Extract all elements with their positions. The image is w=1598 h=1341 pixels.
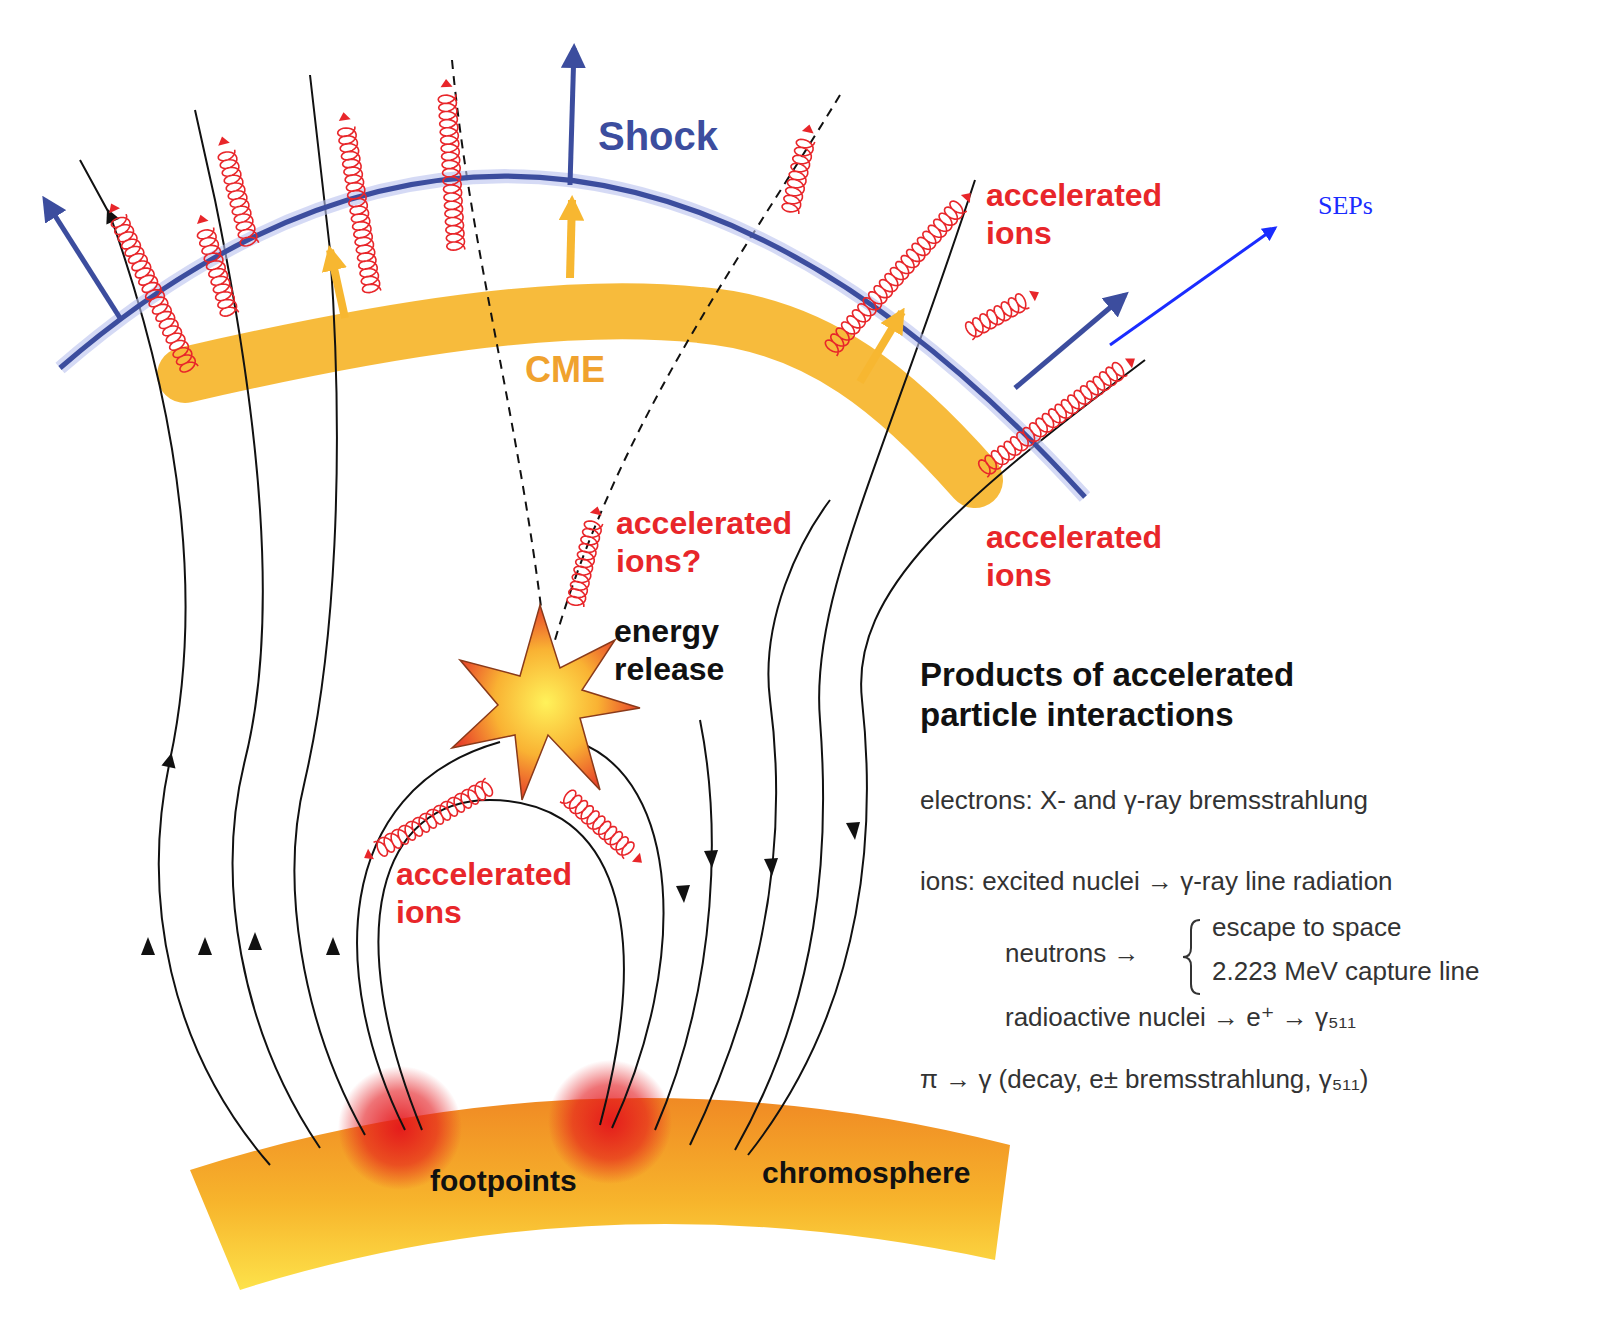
- gyration-coil: [218, 150, 258, 246]
- list-item: neutrons →: [1005, 938, 1139, 969]
- band-label: CME: [525, 348, 605, 391]
- cme-arrow: [860, 312, 902, 382]
- coil-arrowhead: [590, 506, 602, 515]
- chromosphere-band: footpoints chromosphere: [180, 1060, 1040, 1300]
- coil-arrowhead: [109, 204, 120, 214]
- gyration-coil: [111, 214, 198, 372]
- gyration-coil: [198, 227, 239, 316]
- coil-arrowhead: [339, 112, 351, 121]
- gyration-coil: [438, 94, 465, 250]
- energy-release-star: [452, 605, 640, 800]
- coil-arrowhead: [218, 137, 230, 146]
- coil-arrowhead: [1125, 358, 1135, 368]
- gyration-coil: [338, 127, 381, 293]
- list-item: escape to space: [1212, 912, 1401, 943]
- open-field-lines: [452, 60, 840, 640]
- gyration-coil: [966, 294, 1030, 340]
- ion-label: accelerated ions?: [616, 504, 831, 581]
- ion-label: accelerated ions: [986, 518, 1201, 595]
- sep-arrow: [1110, 228, 1275, 345]
- gyration-coil: [825, 201, 966, 356]
- field-arrows: [141, 822, 860, 955]
- coil-arrowhead: [632, 853, 642, 863]
- coil-arrowhead: [441, 79, 453, 87]
- coil-arrowhead: [961, 193, 971, 203]
- list-heading: Products of accelerated particle interac…: [920, 655, 1390, 734]
- list-item: ions: excited nuclei → γ-ray line radiat…: [920, 866, 1393, 897]
- sep-label: SEPs: [1318, 190, 1373, 221]
- shock-front: [60, 176, 1085, 497]
- gyration-coil: [979, 363, 1128, 478]
- coil-arrowhead: [364, 849, 374, 859]
- list-item: π → γ (decay, e± bremsstrahlung, γ₅₁₁): [920, 1064, 1368, 1095]
- gyration-coil: [567, 521, 603, 607]
- brace: [1183, 920, 1200, 994]
- ion-label: accelerated ions: [396, 855, 611, 932]
- coil-arrowhead: [1029, 291, 1039, 301]
- shock-label: Shock: [598, 112, 718, 160]
- shock-arrows: [45, 48, 1125, 388]
- footpoint-label: footpoints: [430, 1163, 577, 1199]
- release-label: energy release: [614, 612, 764, 689]
- cme-shape: [185, 311, 975, 480]
- cme-arrows: [330, 200, 902, 382]
- coil-arrowhead: [802, 124, 814, 133]
- shock-glow: [60, 176, 1085, 497]
- gyration-coil: [374, 778, 493, 856]
- cme-arrow: [570, 200, 572, 278]
- gyration-coil: [782, 139, 815, 214]
- ion-label: accelerated ions: [986, 176, 1201, 253]
- list-item: 2.223 MeV capture line: [1212, 956, 1479, 987]
- list-item: electrons: X- and γ-ray bremsstrahlung: [920, 785, 1368, 816]
- coil-arrowhead: [197, 215, 209, 224]
- particle-gyration: [109, 79, 1135, 863]
- cme-arrow: [330, 250, 345, 318]
- gyration-coil: [560, 790, 634, 858]
- list-item: radioactive nuclei → e⁺ → γ₅₁₁: [1005, 1002, 1356, 1033]
- layer-label: chromosphere: [762, 1155, 970, 1191]
